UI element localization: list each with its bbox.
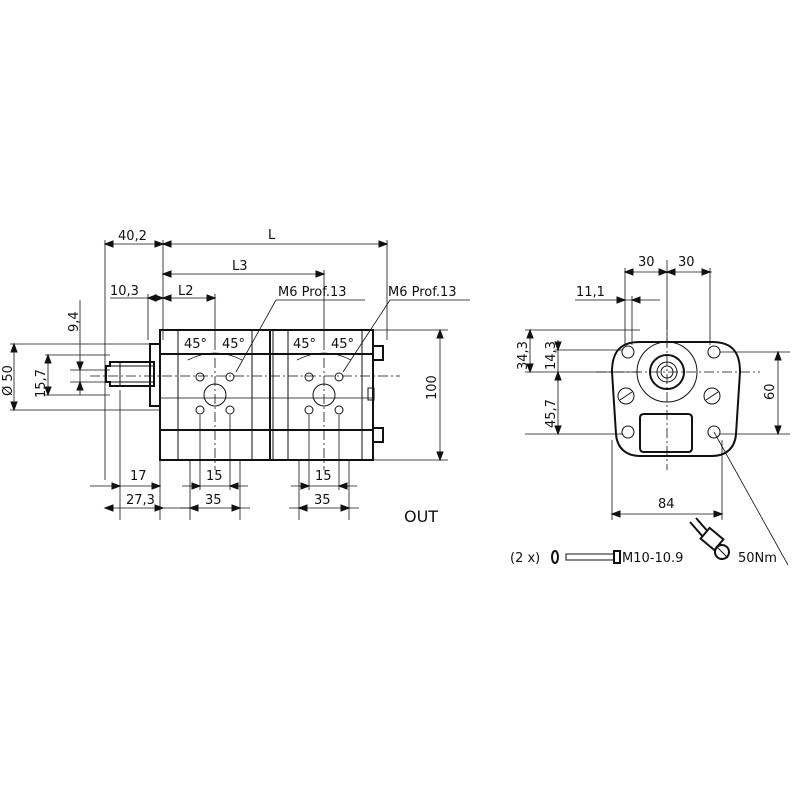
bolt-icon xyxy=(565,550,621,564)
dim-dia50: Ø 50 xyxy=(1,365,16,396)
dim-L: L xyxy=(268,228,276,243)
dim-27-3: 27,3 xyxy=(126,493,155,508)
dim-34-3: 34,3 xyxy=(516,341,531,370)
shaft-and-flange xyxy=(105,343,161,407)
dim-9-4: 9,4 xyxy=(67,311,82,332)
dim-30-left: 30 xyxy=(638,255,655,270)
top-dimensions: 40,2 L L3 10,3 L2 M6 Prof.13 M6 Prof.13 xyxy=(103,228,470,480)
port-out-label: OUT xyxy=(404,507,438,526)
dim-L3: L3 xyxy=(232,259,248,274)
angle-45-left-1: 45° xyxy=(184,337,207,352)
dim-15-port-2: 15 xyxy=(315,469,332,484)
torque-value: 50Nm xyxy=(738,551,777,566)
dim-15-port-1: 15 xyxy=(206,469,223,484)
fasteners: (2 x) M10-10.9 50Nm xyxy=(510,517,777,566)
port-1: 45° 45° xyxy=(184,337,245,470)
dim-15-7: 15,7 xyxy=(34,369,49,398)
dim-30-right: 30 xyxy=(678,255,695,270)
port-2: 45° 45° xyxy=(293,337,354,470)
torque-wrench-icon xyxy=(689,517,730,560)
bolt-spec: M10-10.9 xyxy=(622,551,683,566)
dim-11-1: 11,1 xyxy=(576,285,605,300)
side-view: 40,2 L L3 10,3 L2 M6 Prof.13 M6 Prof.13 xyxy=(1,228,470,526)
dim-40-2: 40,2 xyxy=(118,229,147,244)
angle-45-right-2: 45° xyxy=(331,337,354,352)
dim-17: 17 xyxy=(130,469,147,484)
angle-45-left-2: 45° xyxy=(293,337,316,352)
dim-100-group: 100 xyxy=(373,328,448,462)
flange-outline xyxy=(610,341,742,457)
thread-label-2: M6 Prof.13 xyxy=(388,285,457,300)
fastener-quantity: (2 x) xyxy=(510,551,540,566)
left-dimensions: Ø 50 15,7 9,4 xyxy=(1,300,160,412)
dim-45-7: 45,7 xyxy=(544,399,559,428)
dim-100: 100 xyxy=(425,375,440,400)
dim-10-3: 10,3 xyxy=(110,284,139,299)
dim-14-3: 14,3 xyxy=(544,341,559,370)
dim-84: 84 xyxy=(658,497,675,512)
dim-35-port-1: 35 xyxy=(205,493,222,508)
washer-icon xyxy=(551,550,559,564)
bottom-dimensions: 17 27,3 15 35 15 35 xyxy=(90,390,359,520)
angle-45-right-1: 45° xyxy=(222,337,245,352)
dim-L2: L2 xyxy=(178,284,194,299)
dim-60: 60 xyxy=(763,383,778,400)
dim-35-port-2: 35 xyxy=(314,493,331,508)
front-view: 30 30 11,1 34,3 14,3 45,7 60 84 xyxy=(516,255,790,566)
thread-label-1: M6 Prof.13 xyxy=(278,285,347,300)
pump-body: 45° 45° 45° 45° xyxy=(90,329,400,470)
